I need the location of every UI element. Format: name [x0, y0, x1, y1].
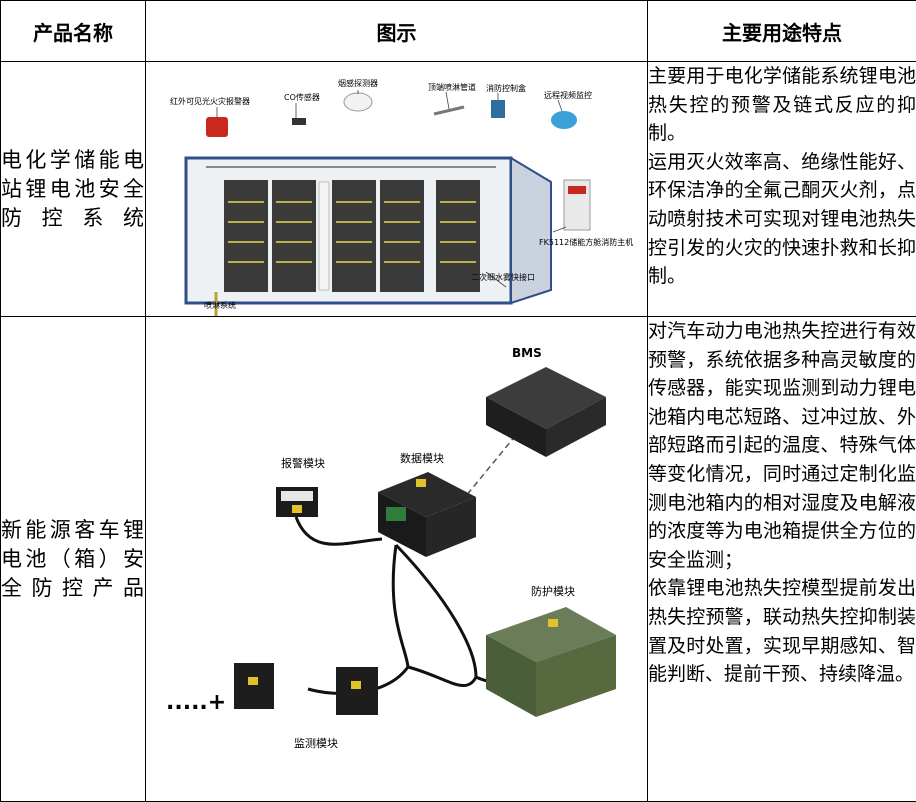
monitor-module-device: [336, 667, 378, 715]
header-description: 主要用途特点: [648, 1, 916, 62]
label-control-box: 消防控制盒: [486, 83, 526, 93]
figure-cell: BMS 报警模块 数据模块 防护模块 监测模块 .....+: [146, 317, 648, 802]
figure-cell: 红外可见光火灾报警器 CO传感器 烟感探测器 顶端喷淋管道 消防控制盒 远程视频…: [146, 62, 648, 317]
smoke-detector-icon: [344, 93, 372, 111]
header-figure: 图示: [146, 1, 648, 62]
fire-host-cabinet-icon: [564, 180, 590, 230]
label-protection-module: 防护模块: [531, 584, 575, 598]
table-row: 电化学储能电站锂电池安全防控系统: [1, 62, 916, 317]
vehicle-battery-figure: BMS 报警模块 数据模块 防护模块 监测模块 .....+: [146, 317, 647, 801]
label-smoke-detector: 烟感探测器: [338, 78, 378, 88]
container-illustration: [186, 158, 551, 316]
description-paragraph: 主要用于电化学储能系统锂电池热失控的预警及链式反应的抑制。: [648, 62, 916, 148]
label-fire-host: FK5112储能方舱消防主机: [539, 237, 633, 247]
label-bms: BMS: [512, 346, 542, 360]
label-alarm-module: 报警模块: [281, 456, 325, 470]
product-name: 新能源客车锂电池（箱）安全防控产品: [1, 317, 146, 802]
product-description: 对汽车动力电池热失控进行有效预警，系统依据多种高灵敏度的传感器，能实现监测到动力…: [648, 317, 916, 802]
description-paragraph: 对汽车动力电池热失控进行有效预警，系统依据多种高灵敏度的传感器，能实现监测到动力…: [648, 317, 916, 574]
label-remote-camera: 远程视频监控: [544, 90, 592, 100]
red-alarm-icon: [206, 117, 228, 137]
description-paragraph: 依靠锂电池热失控模型提前发出热失控预警，联动热失控抑制装置及时处置，实现早期感知…: [648, 574, 916, 688]
label-monitor-module: 监测模块: [294, 737, 338, 750]
camera-icon: [551, 111, 577, 129]
alarm-module-device: [276, 487, 318, 517]
control-box-icon: [491, 100, 505, 118]
label-mist-port: 二次细水雾快接口: [471, 272, 535, 282]
monitor-module-device: [234, 663, 274, 709]
label-data-module: 数据模块: [400, 451, 444, 465]
product-description: 主要用于电化学储能系统锂电池热失控的预警及链式反应的抑制。 运用灭火效率高、绝缘…: [648, 62, 916, 317]
label-plus: .....+: [166, 690, 226, 715]
label-spray-pipe: 顶端喷淋管道: [428, 82, 476, 92]
table-header-row: 产品名称 图示 主要用途特点: [1, 1, 916, 62]
energy-storage-figure: 红外可见光火灾报警器 CO传感器 烟感探测器 顶端喷淋管道 消防控制盒 远程视频…: [146, 62, 647, 316]
label-spray-system: 喷淋系统: [204, 300, 236, 310]
header-product-name: 产品名称: [1, 1, 146, 62]
product-name: 电化学储能电站锂电池安全防控系统: [1, 62, 146, 317]
description-paragraph: 运用灭火效率高、绝缘性能好、环保洁净的全氟己酮灭火剂，点动喷射技术可实现对锂电池…: [648, 148, 916, 291]
label-co-sensor: CO传感器: [284, 92, 320, 102]
label-infrared-alarm: 红外可见光火灾报警器: [170, 96, 250, 106]
co-sensor-icon: [292, 118, 306, 125]
table-row: 新能源客车锂电池（箱）安全防控产品: [1, 317, 916, 802]
